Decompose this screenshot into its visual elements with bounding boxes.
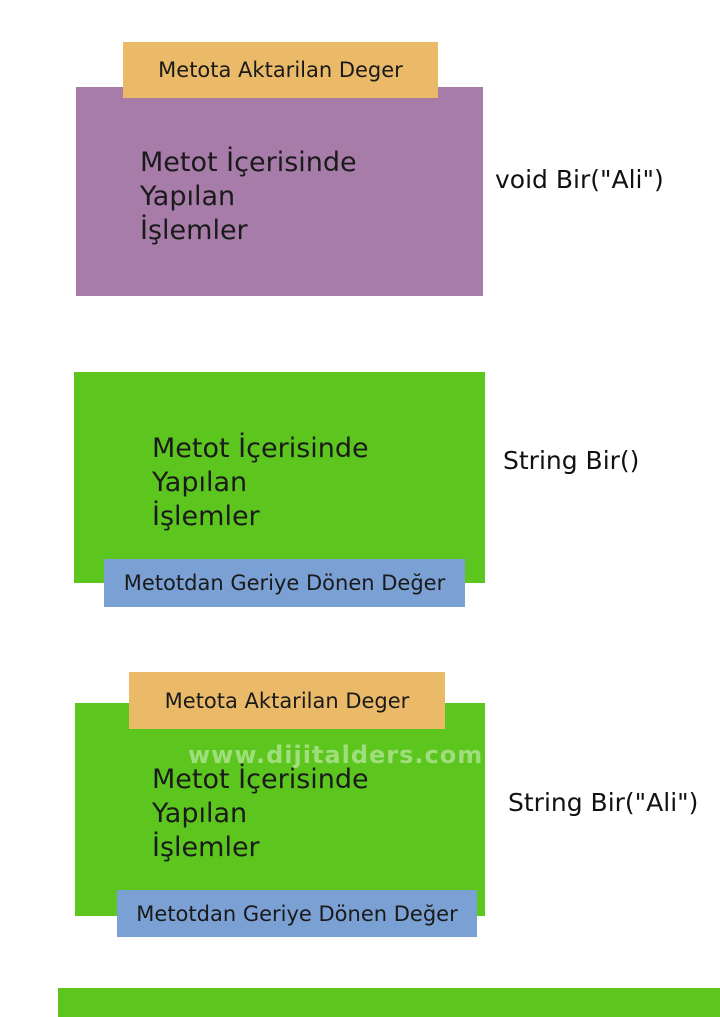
method-body-text: Metot İçerisinde Yapılan İşlemler [140, 147, 357, 246]
method-signature: void Bir("Ali") [495, 165, 664, 194]
method-body-text: Metot İçerisinde Yapılan İşlemler [152, 764, 369, 863]
site-watermark: www.dijitalders.com [188, 741, 484, 769]
method-signature: String Bir() [503, 446, 640, 475]
param-label: Metota Aktarilan Deger [129, 672, 445, 729]
partial-next-block-strip [58, 988, 720, 1017]
method-body-box [76, 87, 483, 296]
method-body-box [75, 703, 485, 916]
method-signature: String Bir("Ali") [508, 788, 699, 817]
method-body-text: Metot İçerisinde Yapılan İşlemler [152, 433, 369, 532]
return-label: Metotdan Geriye Dönen Değer [104, 559, 465, 607]
return-label: Metotdan Geriye Dönen Değer [117, 890, 477, 937]
param-label: Metota Aktarilan Deger [123, 42, 438, 98]
method-body-box [74, 372, 485, 583]
